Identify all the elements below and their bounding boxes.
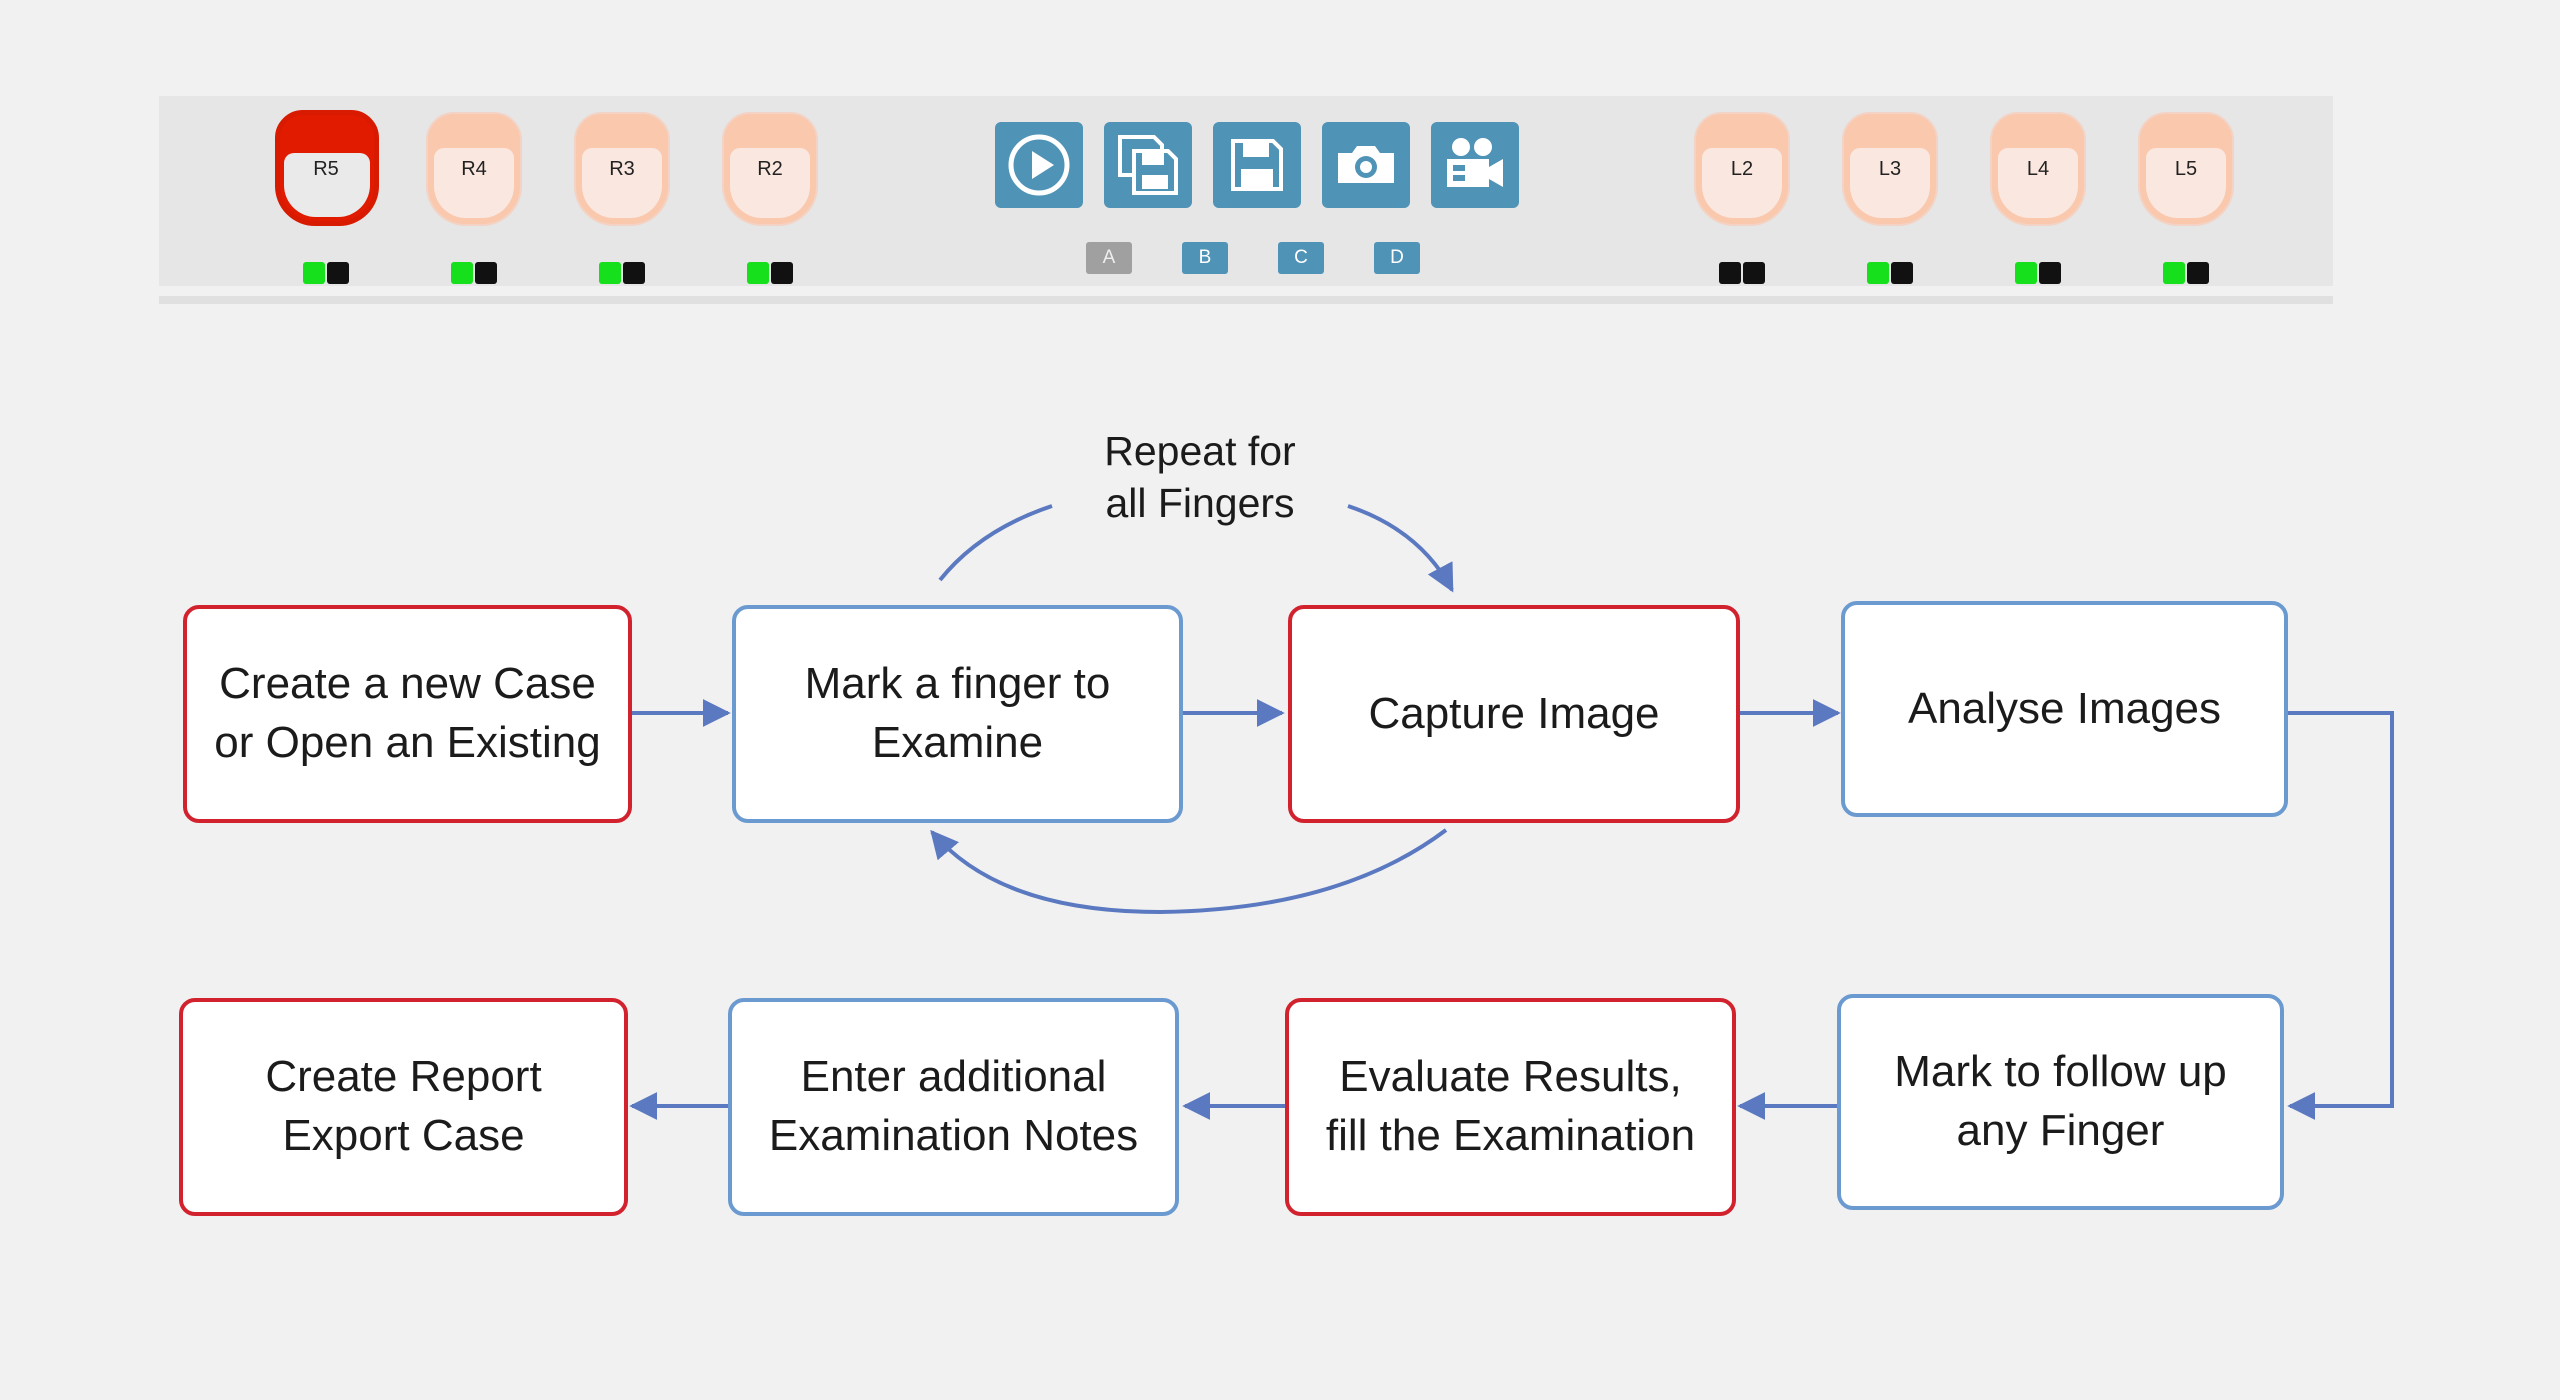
step-label: Evaluate Results, fill the Examination [1325, 1052, 1696, 1160]
status-dot [2039, 262, 2061, 284]
status-dot [327, 262, 349, 284]
finger-label: L2 [1730, 158, 1754, 180]
step-label: Create a new Case or Open an Existing [214, 659, 601, 767]
save-icon [1231, 139, 1283, 191]
status-dot [599, 262, 621, 284]
finger-label: L4 [2026, 158, 2050, 180]
status-dot [475, 262, 497, 284]
status-dot [2015, 262, 2037, 284]
save-button[interactable] [1213, 122, 1301, 208]
fingernail-icon [275, 110, 379, 226]
finger-button-l3[interactable]: L3 [1842, 112, 1938, 226]
status-dot [451, 262, 473, 284]
save-all-button[interactable] [1104, 122, 1192, 208]
status-dot [1891, 262, 1913, 284]
record-video-button[interactable] [1431, 122, 1519, 208]
play-icon [1008, 134, 1070, 196]
step-create-report: Create Report Export Case [179, 998, 628, 1216]
step-label: Capture Image [1368, 688, 1660, 738]
finger-button-r3[interactable]: R3 [574, 112, 670, 226]
step-label: Mark a finger to Examine [804, 659, 1111, 767]
repeat-label: Repeat for all Fingers [1104, 428, 1296, 526]
toolbar-divider [159, 296, 2333, 304]
finger-toolbar: R5 R4 R3 R2 [159, 96, 2333, 286]
finger-label: R3 [609, 158, 635, 180]
finger-status-l2 [1719, 262, 1765, 284]
finger-button-l2[interactable]: L2 [1694, 112, 1790, 226]
status-dot [1719, 262, 1741, 284]
finger-button-r2[interactable]: R2 [722, 112, 818, 226]
video-camera-icon [1447, 138, 1503, 187]
fingernail-icon [1694, 112, 1790, 226]
status-dot [2163, 262, 2185, 284]
status-dot [303, 262, 325, 284]
mode-button-b[interactable]: B [1182, 242, 1228, 274]
mode-button-d[interactable]: D [1374, 242, 1420, 274]
status-dot [771, 262, 793, 284]
mode-button-c[interactable]: C [1278, 242, 1324, 274]
mode-button-a[interactable]: A [1086, 242, 1132, 274]
step-mark-finger: Mark a finger to Examine [732, 605, 1183, 823]
save-all-icon [1118, 135, 1178, 195]
fingernail-icon [2138, 112, 2234, 226]
finger-label: R4 [461, 158, 487, 180]
finger-label: R5 [313, 158, 339, 180]
finger-status-r3 [599, 262, 645, 284]
status-dot [1867, 262, 1889, 284]
capture-image-button[interactable] [1322, 122, 1410, 208]
finger-status-l3 [1867, 262, 1913, 284]
finger-label: L3 [1878, 158, 1902, 180]
status-dot [747, 262, 769, 284]
repeat-arc-top-right [1347, 504, 1454, 593]
finger-label: L5 [2174, 158, 2198, 180]
step-mark-follow-up: Mark to follow up any Finger [1837, 994, 2284, 1210]
finger-status-r4 [451, 262, 497, 284]
step-label: Analyse Images [1907, 683, 2222, 733]
step-label: Create Report Export Case [265, 1052, 542, 1160]
fingernail-icon [574, 112, 670, 226]
finger-status-r2 [747, 262, 793, 284]
play-button[interactable] [995, 122, 1083, 208]
step-create-case: Create a new Case or Open an Existing [183, 605, 632, 823]
fingernail-icon [1842, 112, 1938, 226]
arrow-analyse-to-followup [2287, 711, 2394, 1120]
fingernail-icon [426, 112, 522, 226]
step-evaluate-results: Evaluate Results, fill the Examination [1285, 998, 1736, 1216]
status-dot [1743, 262, 1765, 284]
repeat-arc-top-left [938, 504, 1053, 582]
finger-status-r5 [303, 262, 349, 284]
step-label: Mark to follow up any Finger [1894, 1047, 2227, 1155]
finger-button-r4[interactable]: R4 [426, 112, 522, 226]
status-dot [2187, 262, 2209, 284]
camera-icon [1338, 146, 1394, 183]
step-analyse-images: Analyse Images [1841, 601, 2288, 817]
finger-label: R2 [757, 158, 783, 180]
fingernail-icon [1990, 112, 2086, 226]
finger-button-l4[interactable]: L4 [1990, 112, 2086, 226]
step-label: Enter additional Examination Notes [768, 1052, 1139, 1160]
finger-status-l5 [2163, 262, 2209, 284]
finger-status-l4 [2015, 262, 2061, 284]
fingernail-icon [722, 112, 818, 226]
status-dot [623, 262, 645, 284]
repeat-arc-bottom [930, 828, 1448, 915]
step-capture-image: Capture Image [1288, 605, 1740, 823]
step-enter-notes: Enter additional Examination Notes [728, 998, 1179, 1216]
finger-button-r5[interactable]: R5 [275, 110, 379, 226]
finger-button-l5[interactable]: L5 [2138, 112, 2234, 226]
